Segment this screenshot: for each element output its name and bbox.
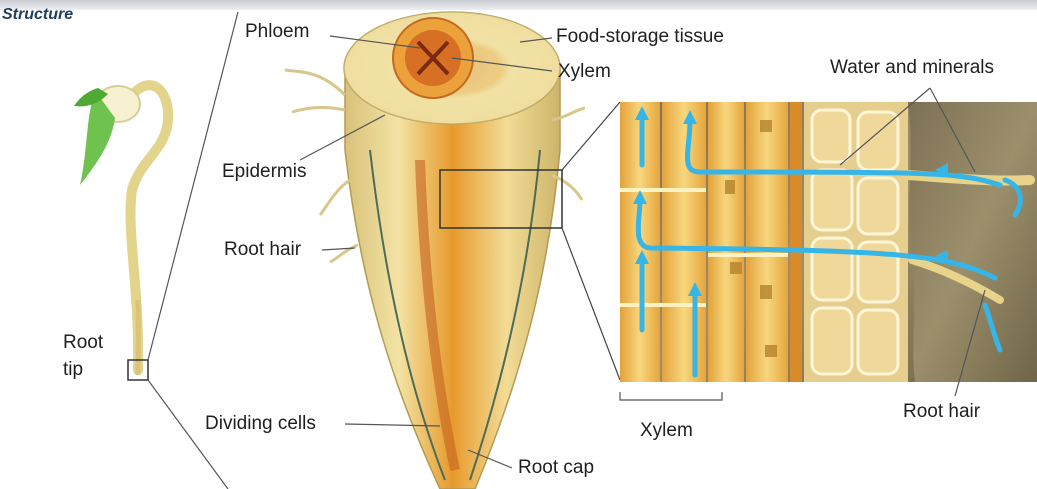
- diagram-title: Structure: [2, 6, 73, 24]
- label-root-hair-left: Root hair: [224, 240, 301, 260]
- label-root-hair-right: Root hair: [903, 402, 980, 422]
- label-xylem-top: Xylem: [558, 62, 611, 82]
- magnified-cells-panel: [620, 102, 1037, 382]
- label-phloem: Phloem: [245, 22, 309, 42]
- label-xylem-bottom: Xylem: [640, 421, 693, 441]
- label-root: Root: [63, 333, 103, 353]
- label-food-storage-tissue: Food-storage tissue: [556, 27, 724, 47]
- label-water-and-minerals: Water and minerals: [830, 58, 994, 78]
- root-cross-section: [285, 12, 585, 489]
- label-dividing-cells: Dividing cells: [205, 414, 316, 434]
- label-epidermis: Epidermis: [222, 162, 306, 182]
- label-tip: tip: [63, 360, 83, 380]
- label-root-cap: Root cap: [518, 458, 594, 478]
